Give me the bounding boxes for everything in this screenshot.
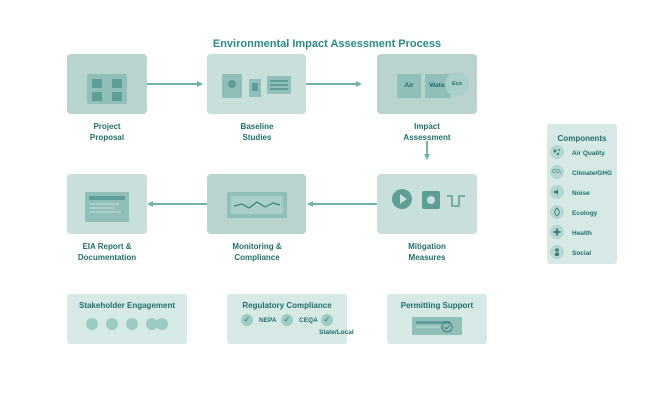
check-icon: ✓ (281, 314, 293, 326)
arrowhead-left (147, 201, 153, 207)
stakeholder-icon (156, 318, 168, 330)
check-icon: ✓ (241, 314, 253, 326)
stakeholder-icon (146, 318, 158, 330)
step-project-proposal-label: Project Proposal (89, 122, 125, 142)
panel-stakeholder-engagement: Stakeholder Engagement (67, 294, 187, 344)
health-cross-icon (550, 225, 564, 239)
arrow-impact-to-mitigation (426, 141, 428, 155)
regulation-ceqa: CEQA (299, 317, 318, 324)
documents-icon (222, 74, 291, 98)
leaf-icon (550, 205, 564, 219)
step-mitigation-measures (377, 174, 477, 234)
arrowhead-right (197, 81, 203, 87)
step-impact-assessment-label: Impact Assessment (403, 122, 451, 142)
regulation-state-local: State/Local (319, 329, 354, 336)
arrowhead-down (424, 154, 430, 160)
components-legend: Components Air Quality CO₂ Climate/GHG N… (547, 124, 617, 264)
grid-icon (87, 74, 127, 104)
step-mitigation-measures-label: Mitigation Measures (408, 242, 446, 262)
impact-tile-eco: Eco (445, 72, 469, 96)
panel-regulatory-compliance: Regulatory Compliance ✓ NEPA ✓ CEQA ✓ St… (227, 294, 354, 344)
monitor-chart-icon (227, 192, 287, 218)
step-monitoring-compliance-label: Monitoring & Compliance (232, 242, 282, 262)
legend-item-label: Health (572, 230, 592, 237)
arrow-proposal-to-baseline (147, 83, 199, 85)
arrow-monitoring-to-report (153, 203, 207, 205)
panel-permitting-support: Permitting Support (387, 294, 487, 344)
step-impact-assessment: Air Water Eco (377, 54, 477, 114)
impact-tile-air: Air (397, 74, 421, 98)
check-icon: ✓ (321, 314, 333, 326)
legend-item-label: Noise (572, 190, 590, 197)
step-eia-report (67, 174, 147, 234)
controls-icon (392, 189, 465, 209)
panel-regulatory-title: Regulatory Compliance (242, 301, 332, 310)
report-icon (85, 192, 129, 222)
step-baseline-studies (207, 54, 306, 114)
step-baseline-studies-label: Baseline Studies (240, 122, 274, 142)
speaker-icon (550, 185, 564, 199)
legend-item-label: Climate/GHG (572, 170, 613, 177)
stakeholder-icon (86, 318, 98, 330)
stakeholder-icon (126, 318, 138, 330)
regulation-nepa: NEPA (259, 317, 277, 324)
panel-permitting-title: Permitting Support (400, 301, 474, 310)
legend-item-label: Social (572, 250, 592, 257)
co2-icon: CO₂ (550, 165, 564, 179)
arrowhead-right (356, 81, 362, 87)
legend-item-label: Ecology (572, 210, 598, 217)
panel-stakeholder-title: Stakeholder Engagement (78, 301, 176, 310)
permit-document-icon (412, 317, 462, 335)
arrowhead-left (307, 201, 313, 207)
arrow-mitigation-to-monitoring (313, 203, 377, 205)
particles-icon (550, 145, 564, 159)
stakeholder-icon (106, 318, 118, 330)
step-project-proposal (67, 54, 147, 114)
legend-item-label: Air Quality (572, 150, 605, 157)
step-eia-report-label: EIA Report & Documentation (77, 242, 137, 262)
people-icon (550, 245, 564, 259)
legend-title: Components (557, 134, 607, 143)
step-monitoring-compliance (207, 174, 306, 234)
arrow-baseline-to-impact (306, 83, 358, 85)
diagram-title: Environmental Impact Assessment Process (212, 38, 442, 50)
